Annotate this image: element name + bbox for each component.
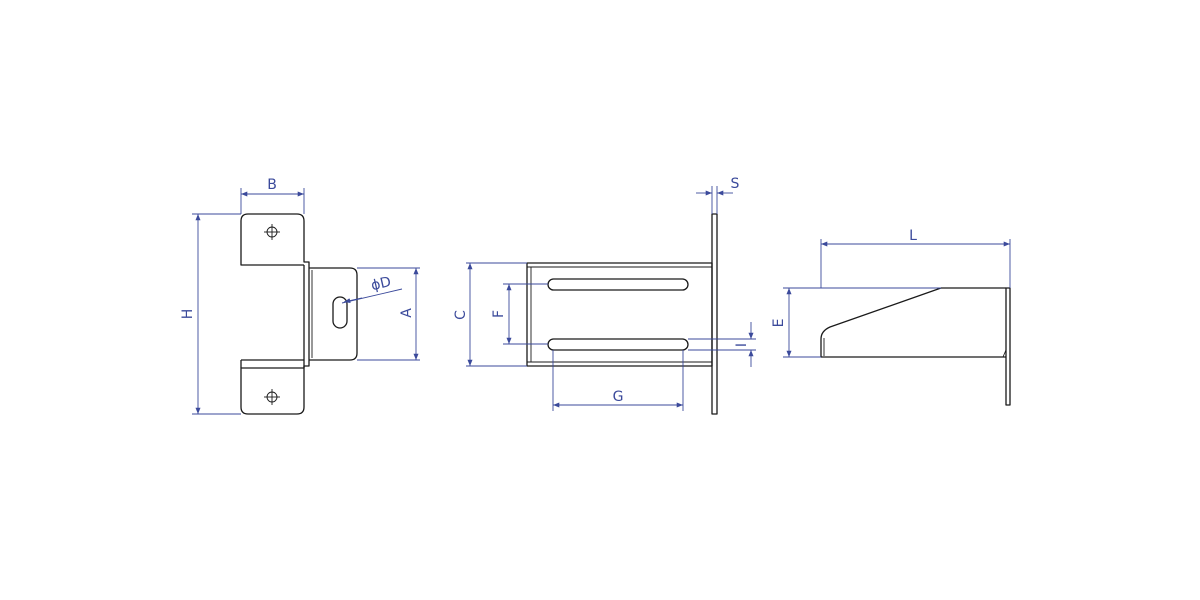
front-view-hole-bottom	[264, 389, 280, 405]
dimension-s: S	[696, 176, 740, 214]
dimension-h: H	[180, 213, 241, 415]
dimension-e: E	[771, 287, 941, 358]
top-view-slot-lower	[547, 338, 689, 351]
dimension-b-label: B	[267, 177, 277, 193]
front-view-hole-top	[264, 224, 280, 240]
top-view-slot-upper	[547, 278, 689, 291]
top-view-plate	[711, 213, 718, 415]
dimension-c-label: C	[453, 310, 469, 320]
dimension-d: ϕD	[341, 274, 403, 304]
side-view-plate-joint	[1002, 349, 1007, 358]
dimension-f-label: F	[491, 310, 507, 318]
front-view-plate-middle	[240, 265, 305, 368]
front-view-plate-outline	[240, 213, 310, 415]
dimension-a-label: A	[399, 308, 415, 318]
front-view: B H A ϕD	[180, 177, 420, 415]
dimension-a: A	[357, 267, 420, 361]
side-view-plate	[1005, 287, 1011, 406]
dimension-b: B	[240, 177, 305, 214]
dimension-i: I	[688, 322, 756, 367]
dimension-s-label: S	[731, 176, 740, 192]
dimension-l-label: L	[909, 228, 917, 244]
dimension-i-label: I	[734, 343, 750, 347]
dimension-c: C	[453, 262, 527, 367]
top-view: S C F G I	[453, 176, 756, 415]
dimension-f: F	[491, 283, 548, 345]
side-view-body	[820, 287, 1006, 358]
front-view-plate-top-edge	[240, 260, 304, 266]
dimension-e-label: E	[771, 319, 787, 328]
dimension-g-label: G	[613, 389, 624, 405]
dimension-h-label: H	[180, 309, 196, 320]
dimension-d-label: ϕD	[370, 274, 393, 294]
side-view: L E	[771, 228, 1011, 406]
front-view-slot	[332, 296, 348, 329]
dimension-l: L	[820, 228, 1011, 288]
front-view-arm	[309, 267, 358, 361]
dimension-g: G	[552, 350, 684, 411]
